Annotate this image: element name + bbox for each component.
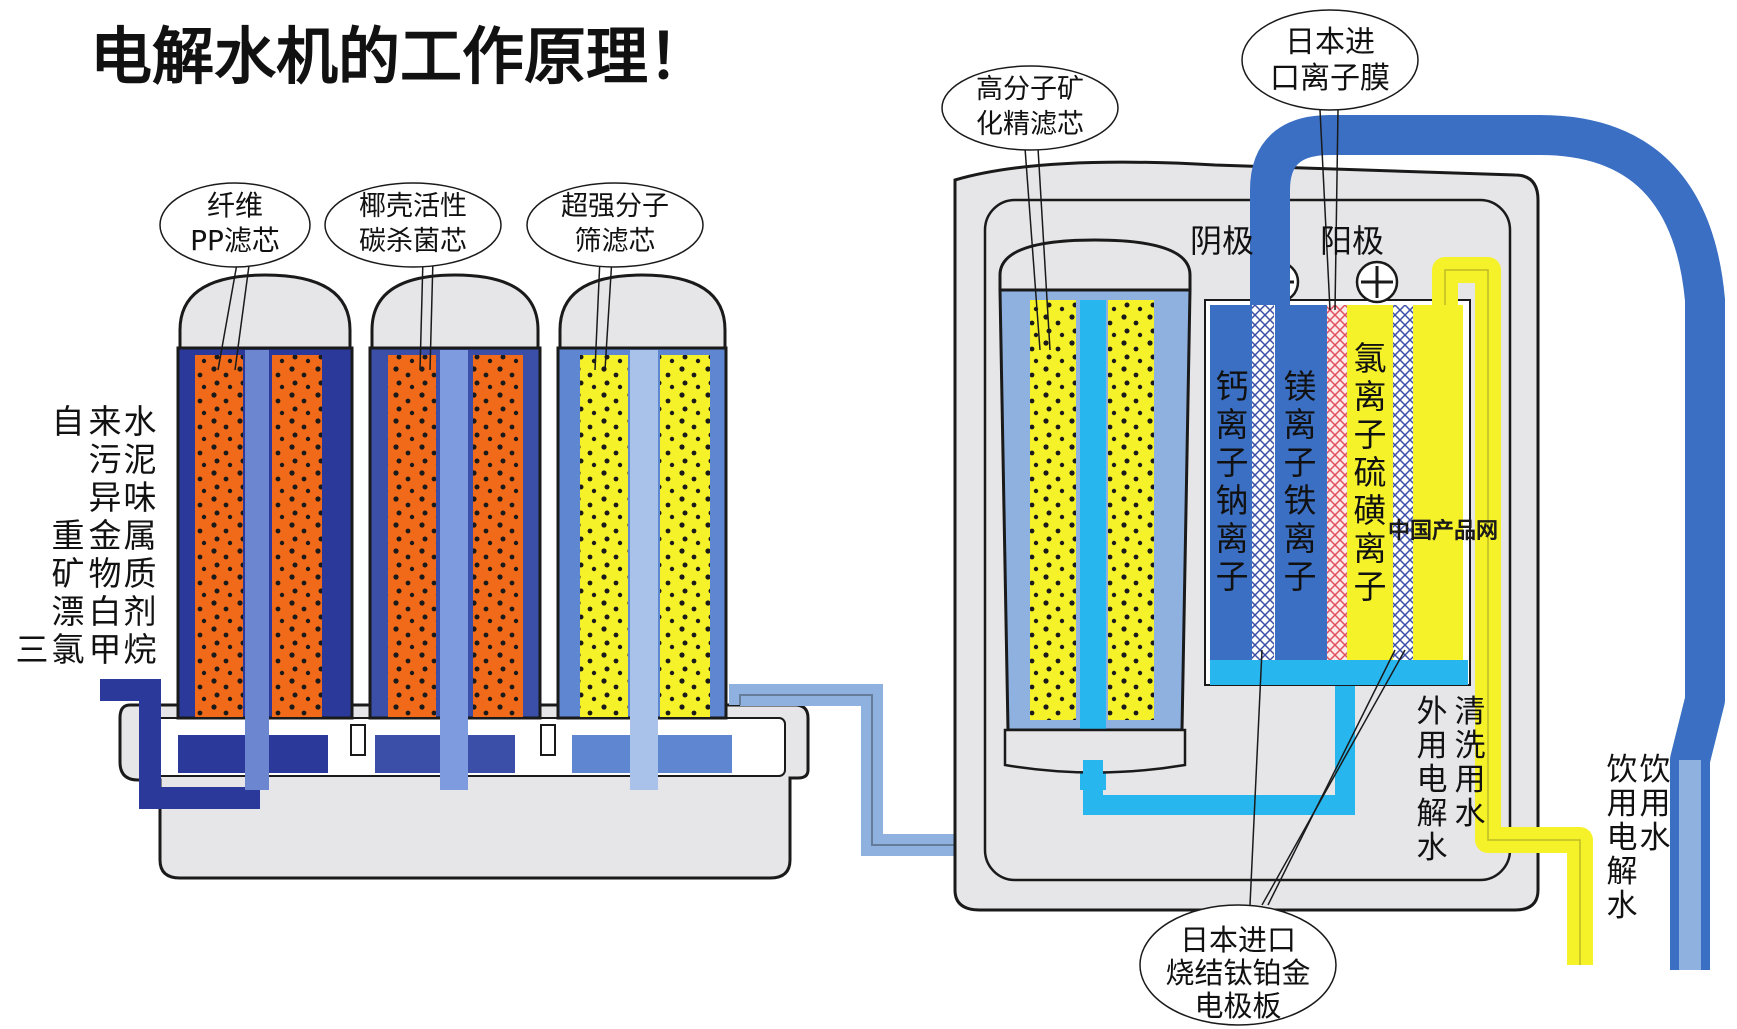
tap-water-label-char: 物 [89, 554, 122, 593]
outlet-label-drinking-char: 解 [1607, 854, 1638, 890]
ion-label-magnesium-char: 镁 [1284, 367, 1317, 406]
callout-electrode: 日本进口 烧结钛铂金 电极板 [1139, 904, 1337, 1026]
tap-water-label-char: 漂 [52, 592, 85, 631]
ion-label-calcium-char: 钙 [1216, 367, 1249, 406]
label-filter3-line1: 超强分子 [561, 191, 669, 222]
ion-label-calcium-char: 离 [1216, 519, 1249, 558]
watermark-text: 中国产品网 [1388, 519, 1498, 544]
electrolysis-chamber [1204, 260, 1471, 686]
outlet-label-external-char: 水 [1417, 830, 1448, 866]
label-electrode-line2: 烧结钛铂金 [1165, 956, 1310, 990]
label-cathode: 阴极 [1190, 222, 1254, 260]
page-title: 电解水机的工作原理！ [90, 20, 710, 93]
filter-cartridge-1 [176, 273, 354, 790]
outlet-label-drinking-char: 水 [1607, 888, 1638, 924]
tap-water-label-char: 重 [52, 516, 85, 555]
tap-water-label-char: 自 [52, 402, 85, 441]
outlet-label-cleaning-char: 用 [1455, 762, 1486, 798]
outlet-label-drink-water-char: 饮 [1640, 752, 1671, 788]
outlet-label-drinking-char: 用 [1607, 786, 1638, 822]
tap-water-label-char: 烷 [124, 630, 157, 669]
ion-label-calcium-char: 子 [1216, 443, 1249, 482]
label-filter4-line1: 高分子矿 [976, 74, 1084, 105]
outlet-label-cleaning-char: 洗 [1455, 728, 1486, 764]
callout-filter1: 纤维 PP滤芯 [159, 182, 311, 268]
label-electrode-line1: 日本进口 [1180, 923, 1296, 957]
tap-water-label-char: 三 [16, 630, 49, 669]
callout-membrane: 日本进 口离子膜 [1241, 9, 1419, 111]
outlet-label-drinking-char: 饮 [1607, 752, 1638, 788]
label-filter2-line2: 碳杀菌芯 [359, 226, 467, 257]
tap-water-label-char: 金 [89, 516, 122, 555]
ion-label-chloride-char: 子 [1354, 567, 1387, 606]
tap-water-label-char: 属 [124, 516, 157, 555]
drinking-water-hose [1250, 115, 1725, 970]
ion-label-chloride-char: 氯 [1354, 339, 1387, 378]
label-anode: 阳极 [1320, 222, 1384, 260]
tap-water-label-char: 氯 [52, 630, 85, 669]
acidic-water-pipe [1432, 257, 1593, 965]
callout-filter3: 超强分子 筛滤芯 [526, 182, 704, 268]
outlet-label-external-char: 解 [1417, 796, 1448, 832]
inlet-pipe [100, 679, 260, 809]
tap-water-label-char: 白 [89, 592, 122, 631]
filter-cartridge-4 [998, 238, 1192, 790]
label-filter1-line2: PP滤芯 [190, 224, 280, 257]
ion-label-chloride-char: 离 [1354, 377, 1387, 416]
label-electrode-line3: 电极板 [1194, 989, 1281, 1023]
ion-label-chloride-char: 磺 [1354, 491, 1387, 530]
tap-water-label-char: 污 [89, 440, 122, 479]
tap-water-label-char: 甲 [89, 630, 122, 669]
filter-cartridge-2 [368, 273, 542, 790]
ion-label-calcium-char: 离 [1216, 405, 1249, 444]
label-filter1-line1: 纤维 [207, 189, 263, 222]
callout-pointers [217, 109, 1406, 906]
outlet-label-external-char: 用 [1417, 728, 1448, 764]
tap-water-label-char: 水 [124, 402, 157, 441]
outlet-label-drink-water-char: 用 [1640, 786, 1671, 822]
callout-filter2: 椰壳活性 碳杀菌芯 [324, 182, 502, 268]
filter-cartridge-3 [556, 273, 728, 790]
outlet-label-cleaning-char: 清 [1455, 694, 1486, 730]
label-filter2-line1: 椰壳活性 [359, 191, 467, 222]
ion-label-magnesium-char: 子 [1284, 557, 1317, 596]
ion-label-calcium-char: 钠 [1216, 481, 1249, 520]
outlet-label-external-char: 电 [1417, 762, 1448, 798]
outlet-label-cleaning-char: 水 [1455, 796, 1486, 832]
ion-label-magnesium-char: 离 [1284, 519, 1317, 558]
tap-water-label-char: 剂 [124, 592, 157, 631]
ion-label-magnesium-char: 铁 [1284, 481, 1317, 520]
tap-water-label-char: 味 [124, 478, 157, 517]
ion-label-chloride-char: 子 [1354, 415, 1387, 454]
ion-label-chloride-char: 离 [1354, 529, 1387, 568]
outlet-label-drink-water-char: 水 [1640, 820, 1671, 856]
tap-water-label-char: 来 [89, 402, 122, 441]
label-filter3-line2: 筛滤芯 [575, 226, 656, 257]
ion-label-chloride-char: 硫 [1354, 453, 1387, 492]
ion-label-magnesium-char: 离 [1284, 405, 1317, 444]
outlet-label-external-char: 外 [1417, 694, 1448, 730]
callout-filter4: 高分子矿 化精滤芯 [941, 65, 1119, 151]
ion-label-calcium-char: 子 [1216, 557, 1249, 596]
label-membrane-line1: 日本进 [1285, 25, 1375, 60]
ion-label-magnesium-char: 子 [1284, 443, 1317, 482]
label-filter4-line2: 化精滤芯 [976, 109, 1084, 140]
label-membrane-line2: 口离子膜 [1270, 61, 1390, 96]
tap-water-label-char: 矿 [52, 554, 85, 593]
tap-water-label-char: 质 [124, 554, 157, 593]
tap-water-label-char: 异 [89, 478, 122, 517]
anode-symbol [1355, 260, 1399, 304]
outlet-label-drinking-char: 电 [1607, 820, 1638, 856]
tap-water-label-char: 泥 [124, 440, 157, 479]
